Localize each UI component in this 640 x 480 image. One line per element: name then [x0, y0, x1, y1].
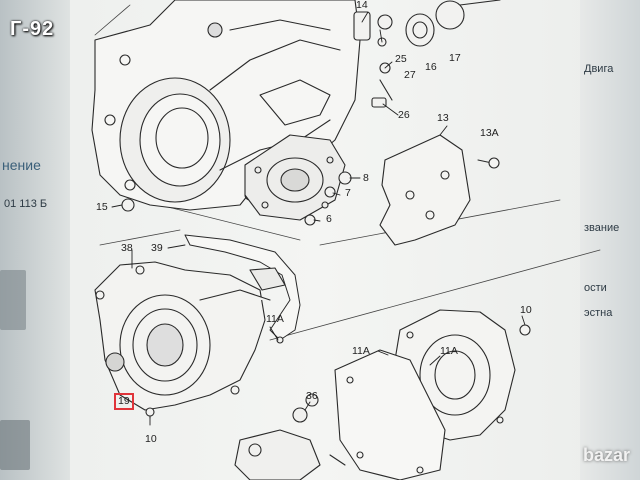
callout-11a-right: 11A [440, 345, 458, 357]
bazar-logo: bazar [582, 445, 630, 465]
left-panel-thumbnail-2[interactable] [0, 420, 30, 470]
callout-16: 16 [425, 61, 437, 73]
callout-27: 27 [404, 69, 416, 81]
callout-25: 25 [395, 53, 407, 65]
callout-13a: 13A [480, 127, 499, 139]
large-gasket-outline [334, 349, 446, 480]
callout-11a-middle: 11A [352, 345, 370, 357]
lower-transmission-housing [94, 261, 286, 419]
callout-leader-lines [111, 11, 526, 426]
callout-19-highlighted: 19 [114, 393, 134, 410]
watermark-label: Г-92 [10, 18, 55, 40]
callout-6: 6 [326, 213, 332, 225]
left-panel-thumbnail[interactable] [0, 270, 26, 330]
end-cover-plate [244, 134, 346, 221]
callout-11a-upper: 11A [266, 313, 284, 325]
callout-38: 38 [121, 242, 133, 254]
callout-14: 14 [356, 0, 368, 11]
left-panel-heading: нение [2, 157, 41, 173]
right-panel-text-2: звание [584, 222, 620, 234]
callout-13: 13 [437, 112, 449, 124]
callout-17: 17 [449, 52, 461, 64]
heat-shield-bracket [379, 134, 500, 246]
callout-26: 26 [398, 109, 410, 121]
right-panel-text-1: Двига [584, 63, 614, 75]
callout-36: 36 [306, 390, 318, 402]
right-panel-text-3: ости [584, 282, 607, 294]
callout-15: 15 [96, 201, 108, 213]
right-panel-text-4: эстна [584, 307, 613, 319]
callout-39: 39 [151, 242, 163, 254]
callout-10-bottom: 10 [145, 433, 157, 445]
callout-8: 8 [363, 172, 369, 184]
callout-7: 7 [345, 187, 351, 199]
left-panel-code: 01 113 Б [4, 198, 48, 210]
left-sidebar-panel: нение 01 113 Б [0, 0, 70, 480]
bottom-gear-assembly [234, 393, 346, 480]
callout-10-right: 10 [520, 304, 532, 316]
right-sidebar-panel: Двига звание ости эстна [580, 0, 640, 480]
